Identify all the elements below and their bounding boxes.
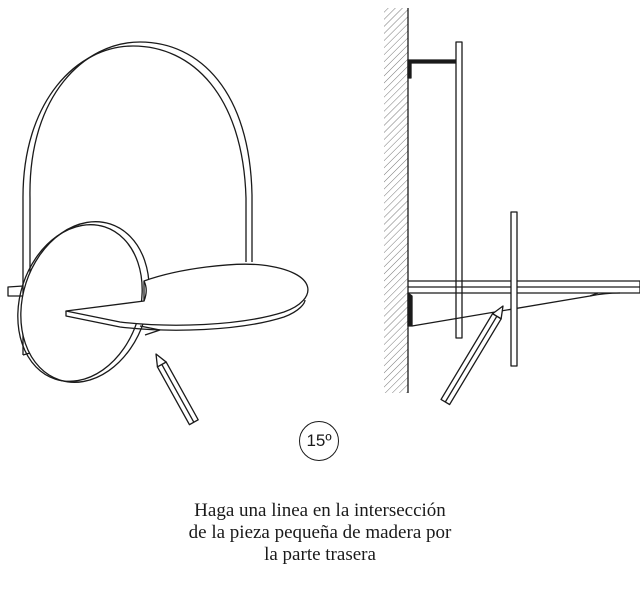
half-round-shelf <box>65 263 309 326</box>
shelf-end-curve <box>589 292 621 297</box>
perspective-view <box>7 41 309 426</box>
disc-support <box>510 211 518 367</box>
instruction-line-1: Haga una linea en la intersección <box>194 500 446 521</box>
step-number-badge: 15º <box>299 421 339 461</box>
shelf-underside <box>139 325 161 336</box>
shelf-front-edge <box>65 299 306 331</box>
left-bracket-tab <box>7 285 24 297</box>
bottom-bracket <box>407 292 413 327</box>
pencil-icon <box>155 353 199 426</box>
side-view <box>384 8 640 406</box>
shelf-slot-line <box>143 280 147 302</box>
back-panel <box>455 41 463 339</box>
shelf-board <box>408 280 640 294</box>
pencil-side-icon <box>440 305 504 406</box>
instruction-line-2: de la pieza pequeña de madera por <box>188 522 452 543</box>
instruction-line-3: la parte trasera <box>264 544 376 565</box>
instruction-text: Haga una linea en la intersección de la … <box>100 500 540 566</box>
wall-hatching <box>384 8 408 393</box>
shelf-support-wedge <box>411 292 599 327</box>
top-bracket <box>407 59 457 79</box>
arched-back-panel-edge <box>22 45 247 355</box>
